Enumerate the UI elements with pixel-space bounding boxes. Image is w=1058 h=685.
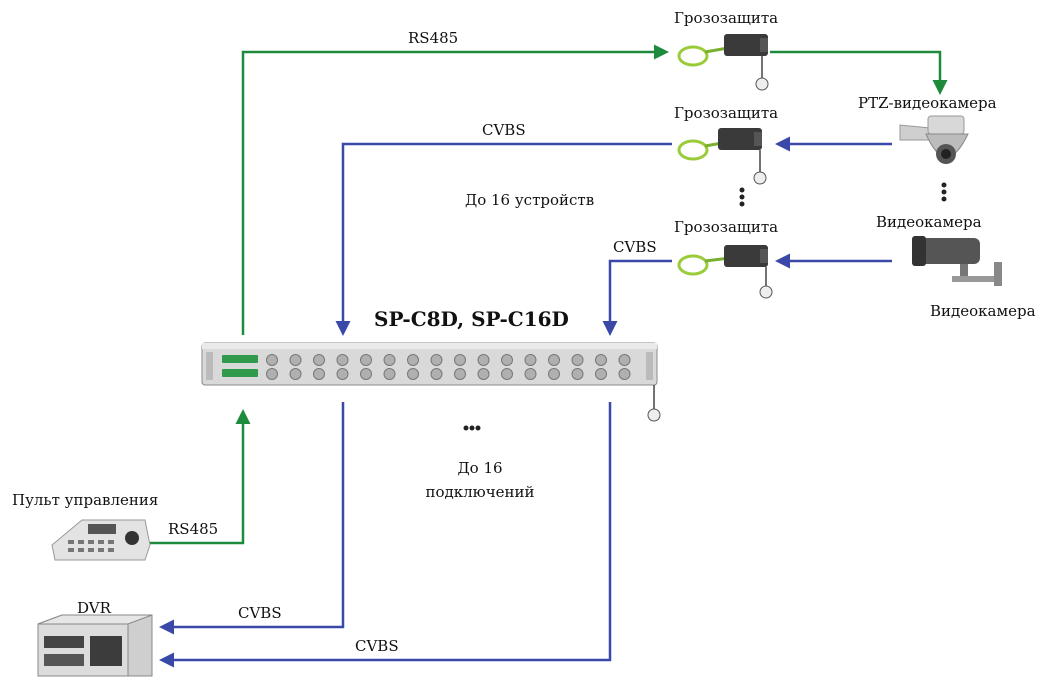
bnc-connector-icon: [313, 368, 325, 380]
cvbs-dvr-2-label: CVBS: [355, 637, 399, 655]
surge-protector-3-label: Грозозащита: [674, 218, 779, 236]
bnc-connector-icon: [430, 368, 443, 380]
bnc-connector-icon: [336, 368, 349, 380]
surge-protector-1: [677, 34, 769, 91]
bnc-connector-icon: [595, 368, 607, 380]
diagram-title: SP-C8D, SP-C16D: [374, 307, 569, 331]
bnc-connector-icon: [524, 368, 537, 380]
bnc-connector-icon: [548, 354, 560, 366]
bullet-camera-icon: [912, 236, 1002, 286]
bnc-connector-icon: [313, 354, 325, 366]
bnc-connector-icon: [571, 354, 584, 366]
panel-ellipsis-icon: [463, 425, 481, 431]
bnc-connectors: [266, 354, 631, 380]
bnc-connector-icon: [454, 354, 466, 366]
bnc-connector-icon: [360, 354, 372, 366]
bnc-connector-icon: [501, 354, 513, 366]
cvbs-lines: [159, 136, 892, 668]
bnc-connector-icon: [266, 368, 278, 380]
connections-count-line2: подключений: [425, 483, 535, 501]
bnc-connector-icon: [618, 354, 631, 366]
rs485-keyboard-label: RS485: [168, 520, 219, 538]
connections-count-line1: До 16: [457, 459, 503, 477]
bnc-connector-icon: [618, 368, 631, 380]
dvr-label: DVR: [77, 599, 111, 617]
bnc-connector-icon: [383, 368, 396, 380]
camera-bottom-label: Видеокамера: [930, 302, 1036, 320]
rs485-terminal-block: [222, 355, 258, 377]
camera-top-label: Видеокамера: [876, 213, 982, 231]
panel-to-dvr-line-1: [159, 402, 345, 635]
bnc-connector-icon: [501, 368, 513, 380]
cvbs-camera-label: CVBS: [613, 238, 657, 256]
dvr-icon: [37, 614, 153, 677]
bnc-connector-icon: [407, 354, 419, 366]
bnc-connector-icon: [571, 368, 584, 380]
ptz-camera-icon: [899, 115, 969, 164]
bnc-connector-icon: [407, 368, 419, 380]
panel-to-dvr-line-2: [159, 402, 612, 668]
bnc-connector-icon: [454, 368, 466, 380]
bnc-connector-icon: [383, 354, 396, 366]
bnc-connector-icon: [548, 368, 560, 380]
devices-count-label: До 16 устройств: [465, 191, 595, 209]
ptz-camera-label: PTZ-видеокамера: [858, 94, 997, 112]
surge-protector-3: [677, 245, 773, 299]
rs485-top-label: RS485: [408, 29, 459, 47]
cvbs-ptz-label: CVBS: [482, 121, 526, 139]
surge1-to-ptz-line: [770, 50, 948, 95]
bnc-connector-icon: [477, 354, 490, 366]
surge3-to-panel-line: [602, 259, 672, 336]
control-panel-label: Пульт управления: [12, 491, 159, 509]
bnc-connector-icon: [595, 354, 607, 366]
surge2-to-panel-line: [335, 142, 672, 336]
camera-ellipsis-icon: [941, 182, 947, 202]
rs485-to-surge1-line: [241, 44, 669, 335]
keyboard-to-panel-line: [150, 409, 251, 545]
patch-panel: [201, 342, 661, 422]
cvbs-dvr-1-label: CVBS: [238, 604, 282, 622]
bnc-connector-icon: [360, 368, 372, 380]
bnc-connector-icon: [430, 354, 443, 366]
surge-protector-2: [677, 128, 767, 185]
bnc-connector-icon: [477, 368, 490, 380]
bnc-connector-icon: [266, 354, 278, 366]
surge-protector-1-label: Грозозащита: [674, 9, 779, 27]
surge-ellipsis-icon: [739, 187, 745, 207]
rs485-lines: [150, 44, 948, 545]
bnc-connector-icon: [336, 354, 349, 366]
bnc-connector-icon: [289, 368, 302, 380]
surge-protector-2-label: Грозозащита: [674, 104, 779, 122]
bnc-connector-icon: [289, 354, 302, 366]
control-keyboard-icon: [51, 519, 151, 561]
bnc-connector-icon: [524, 354, 537, 366]
